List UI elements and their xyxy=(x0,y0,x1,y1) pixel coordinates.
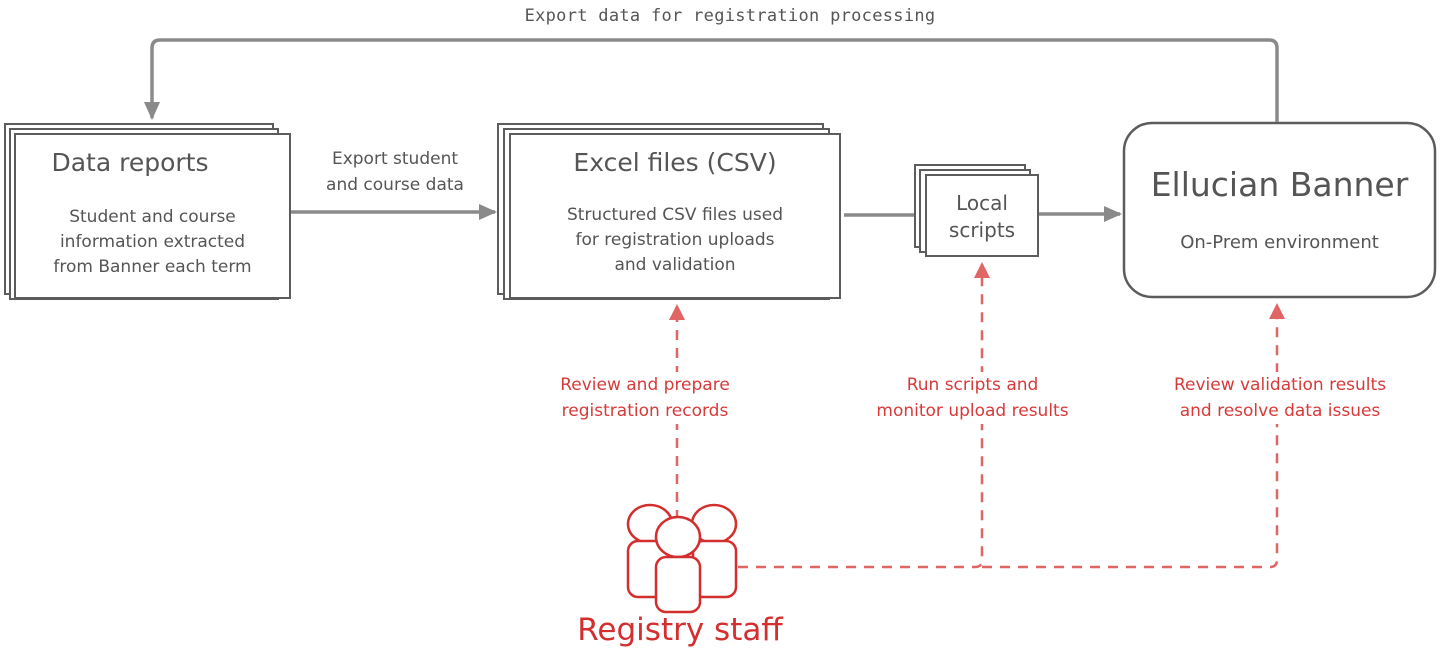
local-scripts-title: Local scripts xyxy=(948,191,1016,242)
data-reports-title: Data reports xyxy=(51,148,209,177)
data-reports-description: Student and course information extracted… xyxy=(53,207,252,277)
excel-files-node[interactable] xyxy=(497,123,841,300)
edge-banner-to-reports xyxy=(144,38,1279,122)
users-group-icon xyxy=(626,503,738,614)
edge-label-review-validation: Review validation results and resolve da… xyxy=(1140,372,1420,424)
edge-label-review-prepare: Review and prepare registration records xyxy=(530,372,760,424)
ellucian-banner-title: Ellucian Banner xyxy=(1150,165,1409,204)
edge-staff-to-banner xyxy=(982,303,1285,569)
excel-files-title: Excel files (CSV) xyxy=(573,148,777,177)
edge-label-run-scripts: Run scripts and monitor upload results xyxy=(850,372,1095,424)
excel-files-description: Structured CSV files used for registrati… xyxy=(566,205,783,275)
registry-staff-label: Registry staff xyxy=(577,612,783,648)
edge-staff-to-scripts xyxy=(738,262,990,569)
ellucian-banner-description: On-Prem environment xyxy=(1180,232,1379,253)
data-reports-node[interactable] xyxy=(4,123,291,300)
ellucian-banner-node[interactable] xyxy=(1122,121,1437,299)
edge-label-export-registration: Export data for registration processing xyxy=(524,6,936,26)
edge-label-export-student-course: Export student and course data xyxy=(326,149,464,195)
local-scripts-node[interactable] xyxy=(914,164,1039,257)
